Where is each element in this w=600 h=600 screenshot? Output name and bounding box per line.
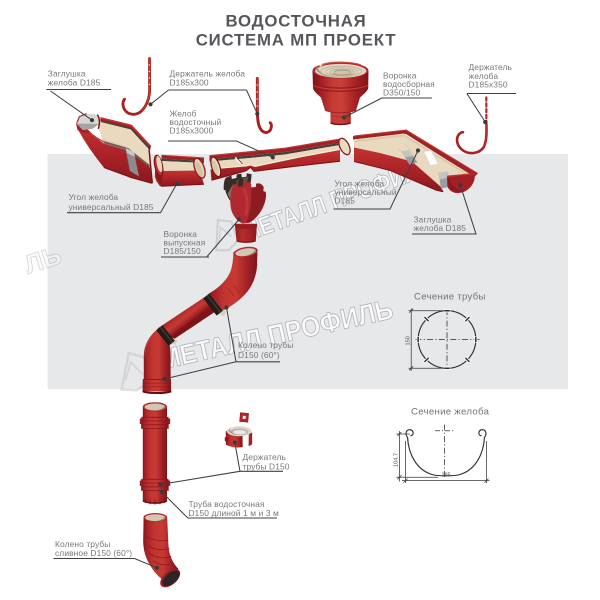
- svg-text:Колено трубы: Колено трубы: [238, 340, 293, 350]
- svg-text:D350/150: D350/150: [383, 88, 421, 98]
- svg-text:150: 150: [405, 336, 411, 345]
- svg-text:Угол желоба: Угол желоба: [335, 178, 385, 188]
- svg-text:D150 (60°): D150 (60°): [238, 350, 280, 360]
- svg-text:СИСТЕМА МП ПРОЕКТ: СИСТЕМА МП ПРОЕКТ: [196, 31, 397, 50]
- svg-text:Держатель: Держатель: [469, 62, 513, 72]
- svg-text:Угол желоба: Угол желоба: [69, 192, 119, 202]
- svg-text:Держатель: Держатель: [243, 452, 287, 462]
- svg-text:сливное D150 (60°): сливное D150 (60°): [55, 548, 132, 558]
- svg-text:желоба D185: желоба D185: [414, 223, 467, 233]
- svg-text:универсальный: универсальный: [335, 187, 397, 197]
- svg-text:Держатель желоба: Держатель желоба: [170, 69, 246, 79]
- svg-text:водосборная: водосборная: [383, 79, 435, 89]
- svg-text:универсальный D185: универсальный D185: [69, 202, 154, 212]
- svg-text:Воронка: Воронка: [383, 70, 417, 80]
- svg-text:трубы D150: трубы D150: [243, 462, 290, 472]
- svg-text:D150 длиной 1 м и 3 м: D150 длиной 1 м и 3 м: [189, 508, 280, 518]
- svg-text:желоба: желоба: [469, 71, 499, 81]
- svg-text:желоба D185: желоба D185: [48, 77, 101, 87]
- svg-text:водосточный: водосточный: [170, 117, 222, 127]
- svg-text:ВОДОСТОЧНАЯ: ВОДОСТОЧНАЯ: [225, 12, 366, 31]
- svg-text:Сечение желоба: Сечение желоба: [411, 407, 490, 418]
- svg-text:Желоб: Желоб: [170, 108, 197, 118]
- svg-text:185: 185: [442, 473, 451, 479]
- svg-text:Воронка: Воронка: [164, 229, 198, 239]
- svg-text:Колено трубы: Колено трубы: [55, 539, 110, 549]
- svg-text:Сечение трубы: Сечение трубы: [414, 292, 486, 303]
- svg-text:Заглушка: Заглушка: [48, 69, 86, 79]
- svg-text:Труба водосточная: Труба водосточная: [189, 499, 265, 509]
- svg-text:D185: D185: [335, 196, 356, 206]
- svg-text:D185/150: D185/150: [164, 246, 202, 256]
- svg-text:выпускная: выпускная: [164, 238, 206, 248]
- svg-text:Заглушка: Заглушка: [414, 214, 452, 224]
- svg-text:104.7: 104.7: [394, 453, 400, 467]
- svg-text:D185x350: D185x350: [469, 79, 508, 89]
- svg-text:D185x300: D185x300: [170, 77, 209, 87]
- svg-text:D185x3000: D185x3000: [170, 126, 214, 136]
